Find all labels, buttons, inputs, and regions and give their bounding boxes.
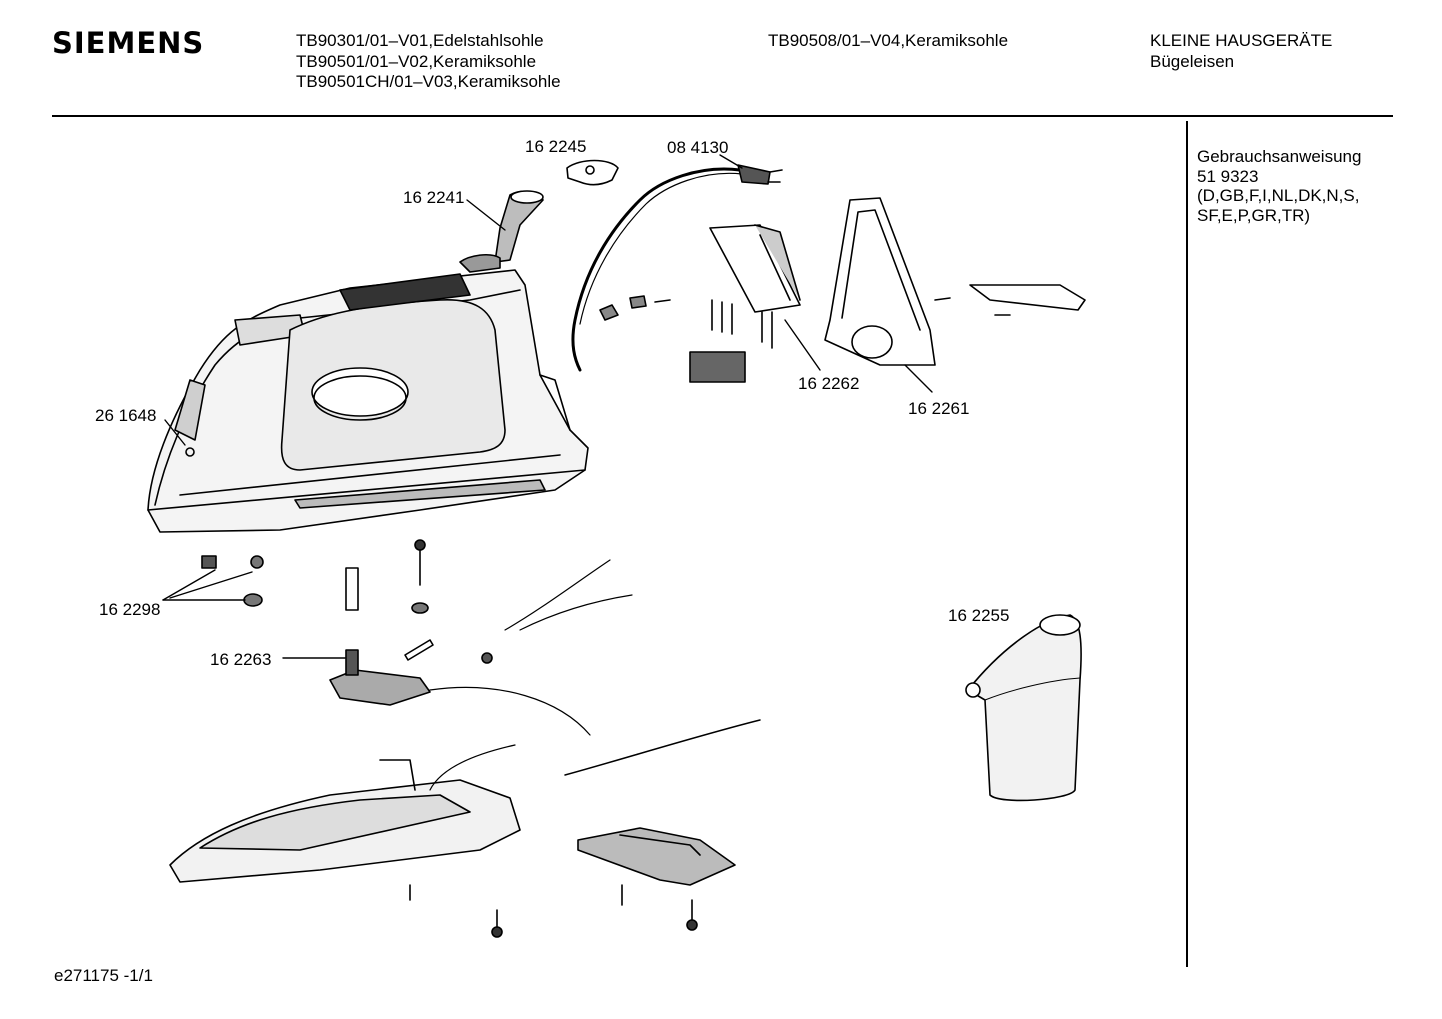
- sidebar-divider: [1186, 121, 1188, 967]
- handle-tube-part: [459, 190, 544, 273]
- part-label: 08 4130: [667, 138, 729, 157]
- small-fittings: [599, 295, 671, 321]
- document-id: e271175 -1/1: [54, 966, 153, 985]
- part-label: 16 2261: [908, 399, 970, 418]
- manual-languages: (D,GB,F,I,NL,DK,N,S,: [1197, 186, 1360, 205]
- model-list-2: TB90508/01–V04,Keramiksohle: [768, 31, 1008, 52]
- manual-title: Gebrauchsanweisung: [1197, 147, 1362, 166]
- model-line: TB90501/01–V02,Keramiksohle: [296, 51, 537, 71]
- manual-languages: SF,E,P,GR,TR): [1197, 205, 1311, 225]
- category-block: KLEINE HAUSGERÄTE Bügeleisen: [1150, 31, 1332, 72]
- siemens-logo: SIEMENS: [52, 26, 205, 60]
- leader-lines: [162, 154, 933, 659]
- water-cup-part: [965, 614, 1082, 802]
- heel-stand-part: [824, 197, 1086, 366]
- sole-plate-illustration: [169, 719, 761, 938]
- cable-clip-part: [566, 159, 619, 186]
- model-line: TB90501CH/01–V03,Keramiksohle: [296, 72, 561, 91]
- model-line: TB90508/01–V04,Keramiksohle: [768, 31, 1009, 50]
- cover-plate-part: [577, 827, 736, 886]
- terminal-block-part: [689, 224, 801, 383]
- part-label: 16 2241: [403, 188, 465, 207]
- part-label: 16 2262: [798, 374, 860, 393]
- part-label: 16 2255: [948, 606, 1010, 625]
- model-line: TB90301/01–V01,Edelstahlsohle: [296, 31, 544, 50]
- part-label: 26 1648: [95, 406, 157, 425]
- part-label: 16 2298: [99, 600, 161, 619]
- category-title: KLEINE HAUSGERÄTE: [1150, 31, 1333, 50]
- power-cord-part: [571, 164, 783, 372]
- part-label: 16 2245: [525, 137, 587, 156]
- iron-housing-illustration: [147, 269, 589, 533]
- manual-number: 51 9323: [1197, 166, 1259, 186]
- part-label: 16 2263: [210, 650, 272, 669]
- model-list-1: TB90301/01–V01,Edelstahlsohle TB90501/01…: [296, 31, 561, 93]
- category-subtitle: Bügeleisen: [1150, 51, 1235, 71]
- header-divider: [52, 115, 1393, 117]
- nut-screw-set-part: [201, 539, 429, 614]
- thermostat-part: [329, 559, 633, 736]
- manual-info: Gebrauchsanweisung 51 9323 (D,GB,F,I,NL,…: [1197, 147, 1361, 225]
